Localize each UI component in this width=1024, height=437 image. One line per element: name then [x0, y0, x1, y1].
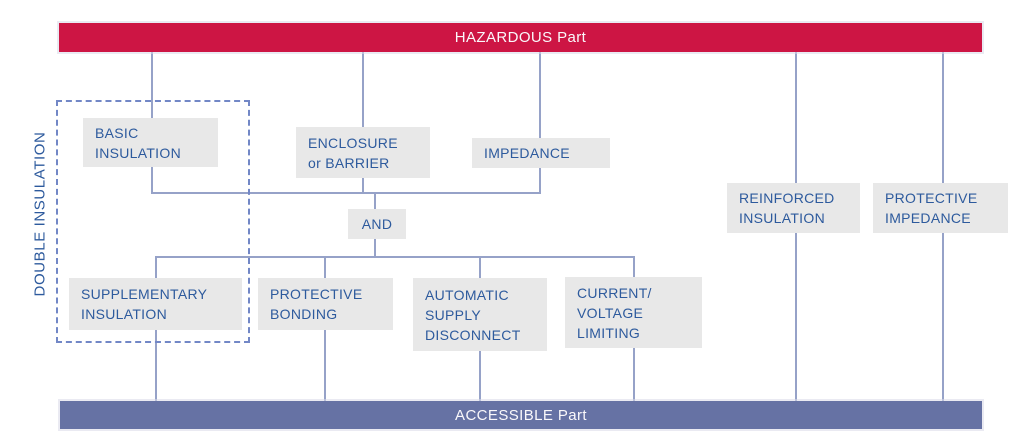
accessible-part-label: ACCESSIBLE Part	[455, 406, 587, 424]
node-reinforced-insulation: REINFORCED INSULATION	[727, 183, 860, 233]
node-impedance: IMPEDANCE	[472, 138, 610, 168]
node-protective-bonding: PROTECTIVE BONDING	[258, 278, 393, 330]
connector-hazardous-to-impedance	[539, 52, 541, 193]
node-basic-insulation: BASIC INSULATION	[83, 118, 218, 167]
hazardous-part-label: HAZARDOUS Part	[454, 29, 587, 46]
node-enclosure-or-barrier: ENCLOSURE or BARRIER	[296, 127, 430, 178]
node-and: AND	[348, 209, 406, 239]
connector-bus-lower	[155, 256, 635, 258]
hazardous-part-bar: HAZARDOUS Part	[59, 23, 982, 52]
node-automatic-supply-disconnect: AUTOMATIC SUPPLY DISCONNECT	[413, 278, 547, 351]
double-insulation-label: DOUBLE INSULATION	[31, 131, 49, 297]
accessible-part-bar: ACCESSIBLE Part	[60, 401, 982, 429]
node-protective-impedance: PROTECTIVE IMPEDANCE	[873, 183, 1008, 233]
node-supplementary-insulation: SUPPLEMENTARY INSULATION	[69, 278, 242, 330]
double-insulation-group-outline	[56, 100, 250, 343]
connector-bus-upper	[151, 192, 541, 194]
node-current-voltage-limiting: CURRENT/ VOLTAGE LIMITING	[565, 277, 702, 348]
connector-hazardous-to-enclosure	[362, 52, 364, 193]
